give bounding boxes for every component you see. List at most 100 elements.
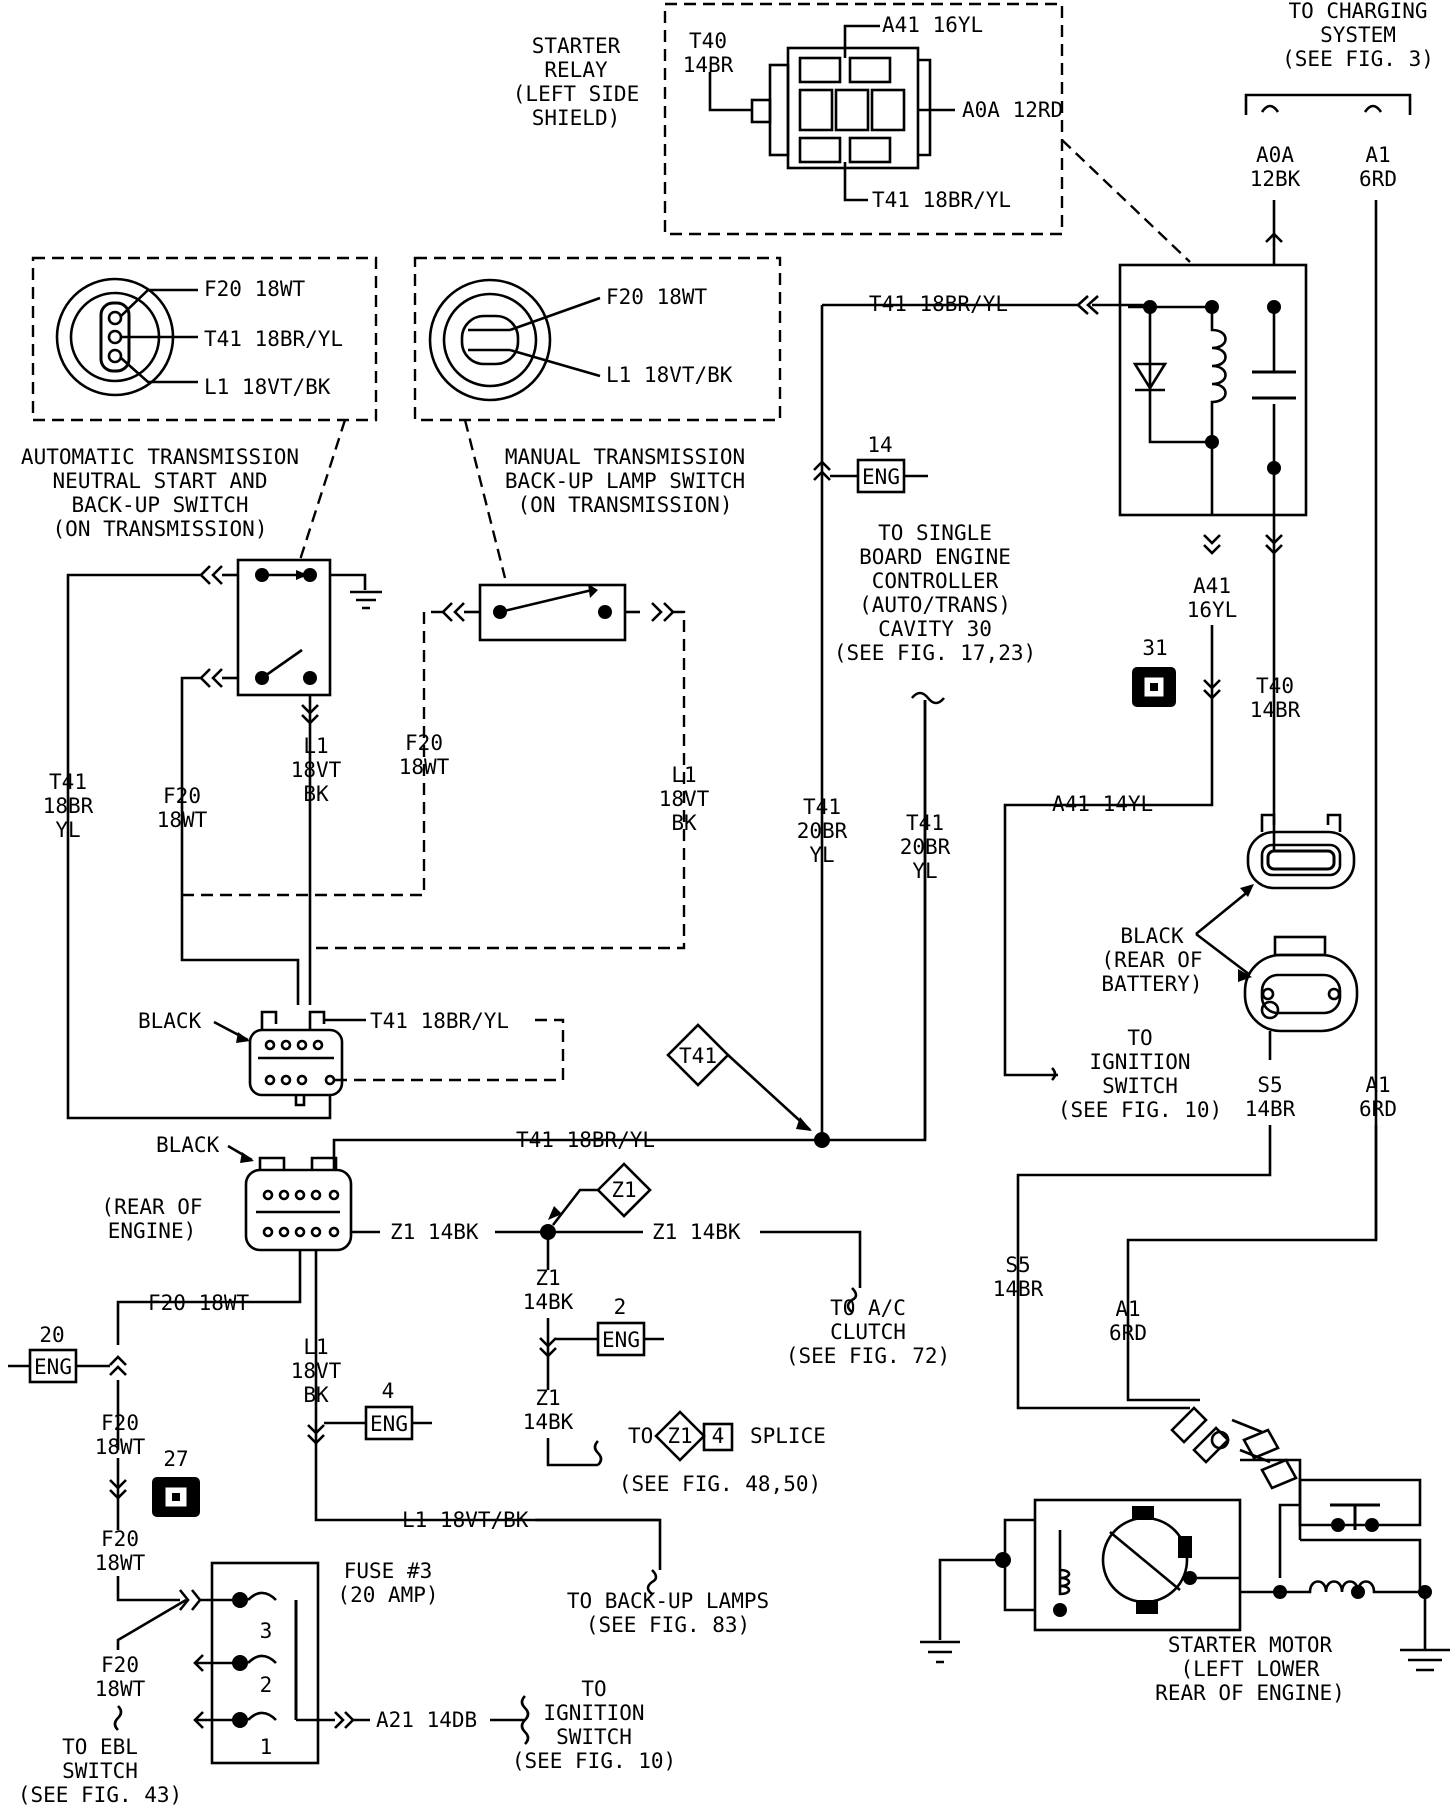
s5-gauge-upper: 14BR [1245,1097,1296,1121]
auto-switch-detail: F20 18WT T41 18BR/YL L1 18VT/BK [31,256,378,422]
eng-2-tag: ENG [602,1328,640,1352]
t41-left-label: T41 [49,770,87,794]
rear-engine-label: (REAR OF [101,1195,202,1219]
f20-e-label: F20 [101,1527,139,1551]
l1-mid-gauge: 18VT [659,787,710,811]
t41-top-label: T41 18BR/YL [869,292,1008,316]
a1-gauge-lower: 6RD [1109,1321,1147,1345]
l1-c-label: L1 [303,1335,328,1359]
f20-f-gauge: 18WT [95,1677,146,1701]
ign2-to: TO [581,1677,606,1701]
relay-a41-label: A41 16YL [882,13,983,37]
z1-c-gauge: 14BK [523,1290,574,1314]
relay-t41-label: T41 18BR/YL [872,188,1011,212]
relay-title-2: RELAY [544,58,608,82]
relay-title-4: SHIELD) [532,106,621,130]
manual-l1-label: L1 18VT/BK [606,363,733,387]
ign2-switch: SWITCH [556,1725,632,1749]
auto-title-2: NEUTRAL START AND [53,469,268,493]
battery-rear-of: (REAR OF [1101,948,1202,972]
battery-label: BATTERY) [1101,972,1202,996]
manual-f20-label: F20 18WT [606,285,708,309]
s5-label-lower: S5 [1005,1253,1030,1277]
starter-motor [920,1406,1450,1672]
manual-title-3: (ON TRANSMISSION) [518,493,733,517]
t41-left-gauge: 18BR [43,794,94,818]
wire-z1 [495,1230,862,1288]
charging-title: TO CHARGING [1288,0,1427,23]
sbec-4: (AUTO/TRANS) [859,593,1011,617]
charging-title-2: SYSTEM [1320,23,1396,47]
z1-c-label: Z1 [535,1266,560,1290]
l1-c-color: BK [303,1383,329,1407]
ref-27-number: 27 [163,1447,188,1471]
a1-gauge-upper: 6RD [1359,1097,1397,1121]
wire-l1-manual [316,610,686,950]
battery-connector-upper [1246,813,1356,890]
l1-left-label: L1 [303,734,328,758]
ebl-switch: SWITCH [62,1759,138,1783]
charging-a1: A1 [1365,143,1390,167]
z1-a-label: Z1 14BK [390,1220,479,1244]
sbec-ref: TO SINGLE BOARD ENGINE CONTROLLER (AUTO/… [834,521,1036,1140]
charging-system-ref: TO CHARGING SYSTEM (SEE FIG. 3) A0A 12BK… [1244,0,1434,191]
charging-a1-gauge: 6RD [1359,167,1397,191]
eng-14-ref: 14 ENG [830,433,928,494]
z1-d-gauge: 14BK [523,1410,574,1434]
ebl-to: TO EBL [62,1735,138,1759]
ref-31-number: 31 [1142,636,1167,660]
eng-14-number: 14 [867,433,892,457]
auto-l1-label: L1 18VT/BK [204,375,331,399]
charging-title-3: (SEE FIG. 3) [1282,47,1434,71]
sbec-3: CONTROLLER [872,569,999,593]
splice-to: TO [628,1424,653,1448]
eng-4-number: 4 [382,1379,395,1403]
auto-f20-label: F20 18WT [204,277,306,301]
a41-16-label: A41 [1193,574,1231,598]
t41-20a-gauge: 20BR [797,819,848,843]
battery-black-label: BLACK [1120,924,1184,948]
starter-location-2: REAR OF ENGINE) [1155,1681,1345,1705]
l1-d-label: L1 18VT/BK [402,1508,529,1532]
ac-clutch-to: TO A/C [830,1296,906,1320]
starter-title: STARTER MOTOR [1168,1633,1333,1657]
f20-f-label: F20 [101,1653,139,1677]
ign2-label: IGNITION [543,1701,644,1725]
starter-location-1: (LEFT LOWER [1180,1657,1319,1681]
eng-4-ref: 4 ENG [324,1379,432,1441]
ac-clutch-label: CLUTCH [830,1320,906,1344]
l1-mid-label: L1 [671,763,696,787]
manual-title-2: BACK-UP LAMP SWITCH [505,469,745,493]
l1-c-gauge: 18VT [291,1359,342,1383]
fuse-label: FUSE #3 [344,1559,433,1583]
ign-switch-1: IGNITION [1089,1050,1190,1074]
relay-title-3: (LEFT SIDE [513,82,639,106]
wire-a1-lower [1126,1125,1378,1402]
f20-c-label: F20 18WT [148,1291,250,1315]
z1-d-label: Z1 [535,1386,560,1410]
splice-ref-label: (SEE FIG. 48,50) [619,1472,821,1496]
auto-title-3: BACK-UP SWITCH [71,493,248,517]
ign-switch-2: SWITCH [1102,1074,1178,1098]
backup-lamps-label: TO BACK-UP LAMPS [567,1589,769,1613]
wire-t41-left [66,573,332,1120]
relay-t40-gauge: 14BR [683,53,734,77]
relay-t40-label: T40 [689,29,727,53]
t41-20a-color: YL [809,843,834,867]
fuse-num-1: 1 [260,1735,273,1759]
wire-t41-main [332,700,927,1170]
charging-a0a-gauge: 12BK [1250,167,1301,191]
l1-left-gauge: 18VT [291,758,342,782]
eng-20-ref: 20 ENG [8,1323,110,1384]
a41-16-gauge: 16YL [1187,598,1238,622]
auto-title-1: AUTOMATIC TRANSMISSION [21,445,299,469]
fuse-num-2: 2 [260,1673,273,1697]
ign-switch-to: TO [1127,1026,1152,1050]
sbec-1: TO SINGLE [878,521,992,545]
z1-b-label: Z1 14BK [652,1220,741,1244]
splice-4: 4 [712,1424,725,1448]
eng-2-number: 2 [614,1295,627,1319]
f20-d-gauge: 18WT [95,1435,146,1459]
relay-connector-face [750,46,932,170]
relay-a0a-label: A0A 12RD [962,98,1063,122]
